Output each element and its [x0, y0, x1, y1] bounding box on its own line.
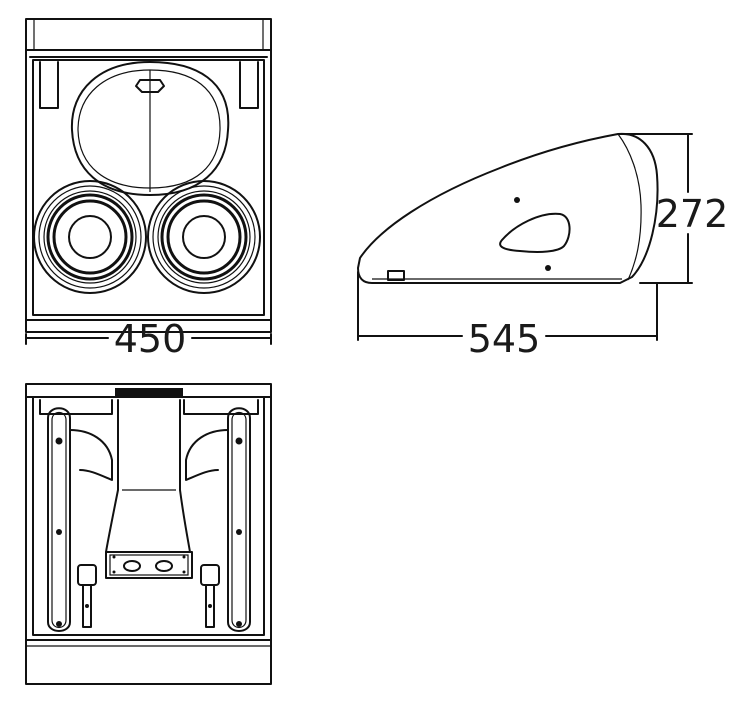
woofer-right	[147, 180, 261, 294]
front-view: 450	[25, 18, 272, 361]
side-foot	[387, 270, 405, 281]
depth-dimension: 545	[357, 271, 658, 361]
side-cabinet-outline	[357, 132, 659, 284]
rear-view	[25, 383, 272, 685]
left-locking-pin	[77, 564, 97, 628]
left-handle-recess	[39, 61, 59, 109]
left-rigging-bar	[47, 407, 71, 632]
woofer-left	[33, 180, 147, 294]
connector-plate	[105, 551, 193, 579]
right-locking-pin	[200, 564, 220, 628]
side-mount-point-bottom	[545, 265, 551, 271]
width-dimension: 450	[25, 317, 272, 361]
rear-panel	[32, 396, 265, 636]
right-rigging-bar	[227, 407, 251, 632]
horn-outline	[70, 61, 230, 196]
rear-recess	[105, 399, 191, 553]
height-dimension: 272	[619, 133, 729, 284]
depth-dimension-label: 545	[468, 317, 541, 361]
right-inner-cut	[185, 429, 229, 481]
speakon-connector-1	[123, 560, 141, 572]
side-mount-point-top	[514, 197, 520, 203]
side-view: 545 272	[357, 132, 729, 361]
compression-driver-throat	[135, 79, 165, 93]
side-handle-cutout	[499, 212, 571, 253]
front-cabinet-outline	[25, 18, 272, 333]
width-dimension-label: 450	[114, 317, 187, 361]
right-handle-recess	[239, 61, 259, 109]
rear-top-rail	[115, 388, 183, 398]
height-dimension-label: 272	[656, 192, 729, 236]
speakon-connector-2	[155, 560, 173, 572]
rear-cabinet-outline	[25, 383, 272, 685]
front-baffle	[32, 59, 265, 316]
left-inner-cut	[69, 429, 113, 481]
